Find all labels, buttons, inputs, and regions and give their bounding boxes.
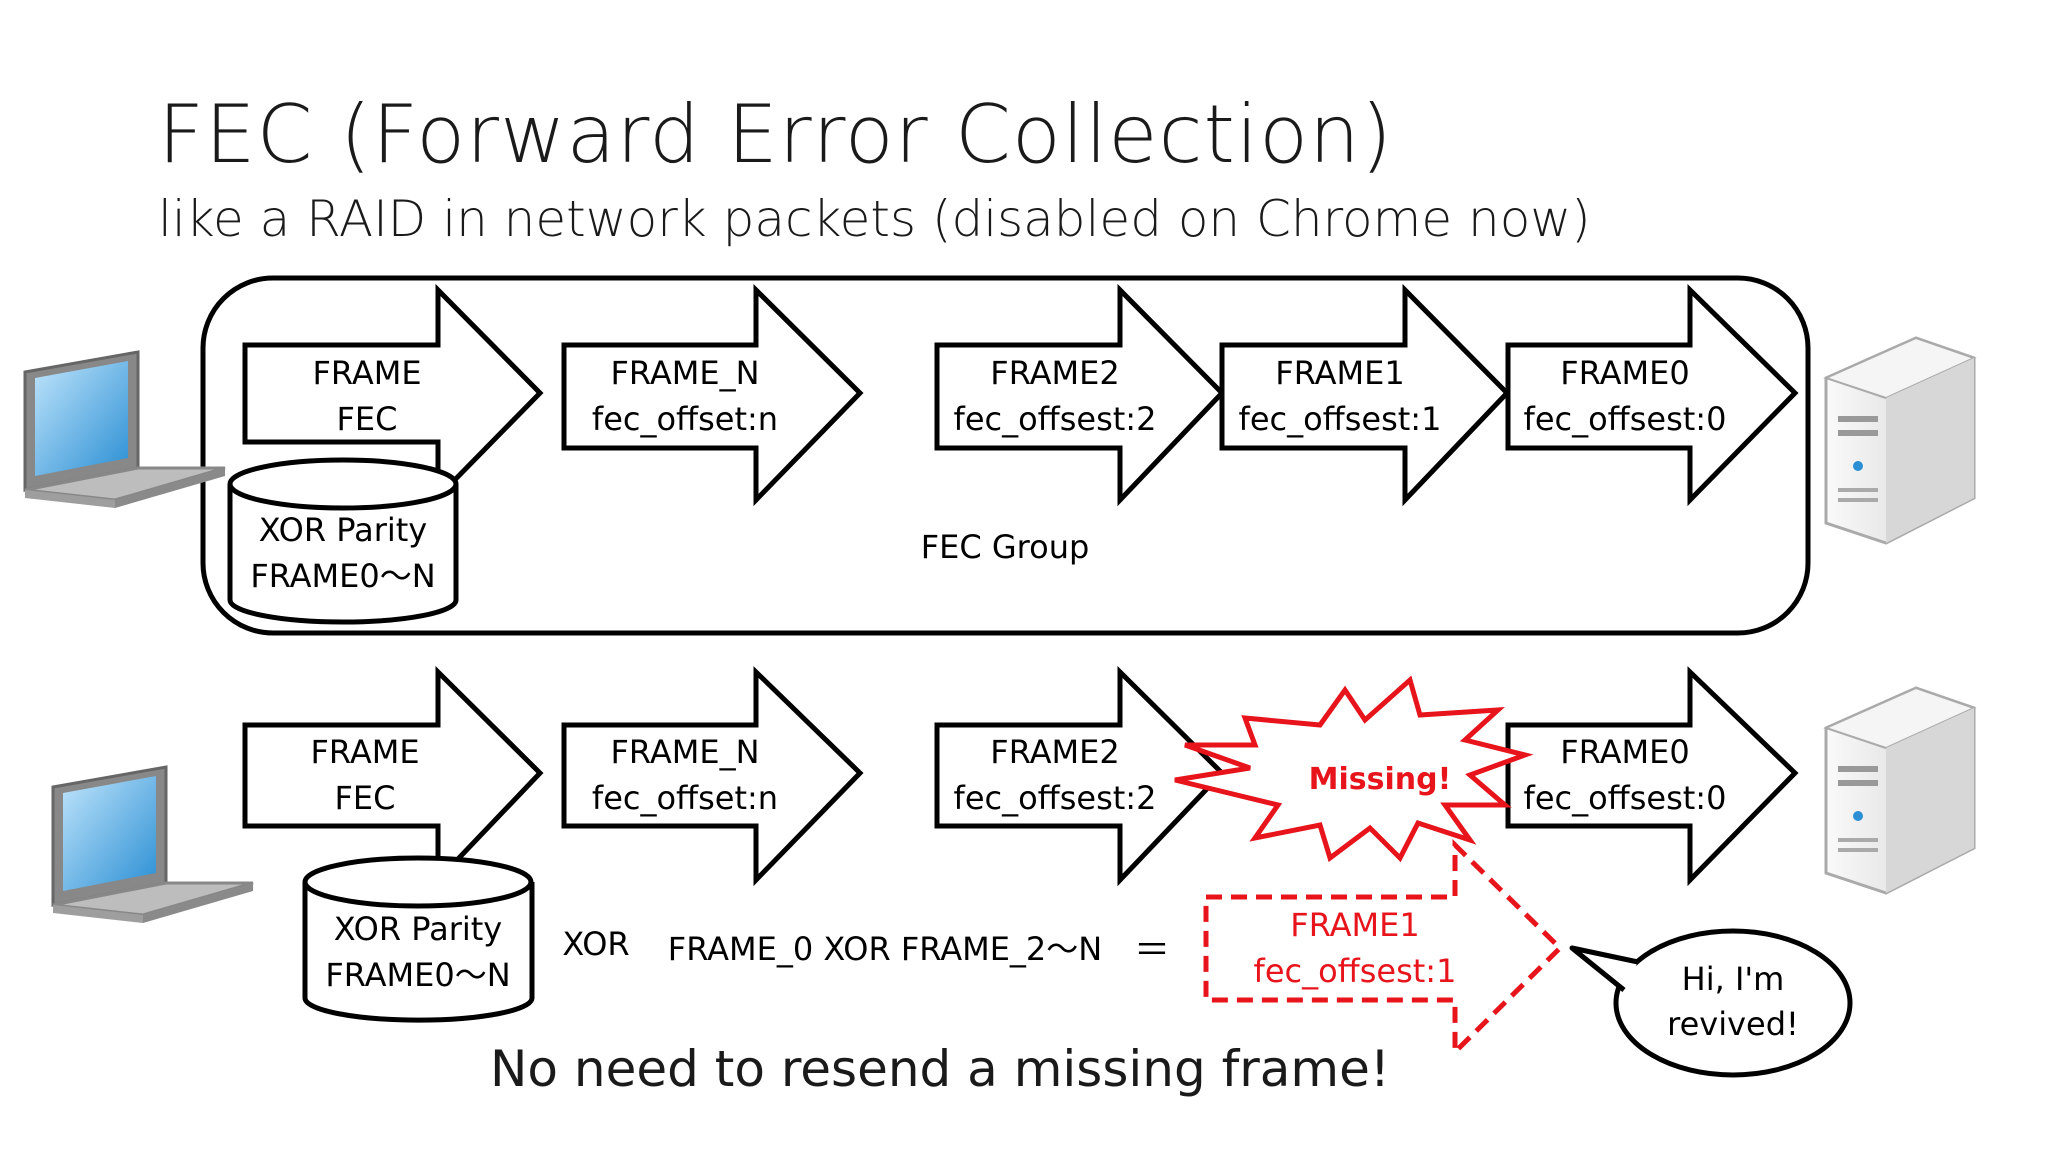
- slide-title: FEC (Forward Error Collection): [158, 88, 1393, 181]
- frame-arrow: FRAME_N fec_offset:n: [561, 666, 864, 887]
- xor-parity-cylinder: XOR Parity FRAME0～N: [227, 457, 459, 625]
- speech-line2: revived!: [1667, 1005, 1799, 1043]
- equals-sign: ＝: [1134, 930, 1170, 971]
- speech-bubble: Hi, I'm revived!: [1569, 886, 1864, 1078]
- laptop-icon: [23, 350, 226, 508]
- frame-arrow: FRAME0 fec_offsest:0: [1505, 666, 1799, 887]
- parity-line1: XOR Parity: [259, 511, 427, 549]
- laptop-icon: [51, 765, 254, 923]
- parity-line2: FRAME0～N: [250, 557, 435, 595]
- server-tower-icon: [1823, 336, 1977, 545]
- frame-label: FRAME0: [1560, 733, 1689, 771]
- recovered-frame-arrow: FRAME1 fec_offsest:1: [1203, 839, 1564, 1058]
- parity-line2: FRAME0～N: [325, 956, 510, 994]
- parity-line1: XOR Parity: [334, 910, 502, 948]
- frame-offset: fec_offset:n: [592, 400, 778, 438]
- fec-frame-arrow: FRAME FEC: [242, 283, 544, 504]
- frame-offset: fec_offsest:2: [954, 779, 1157, 817]
- fec-frame-line2: FEC: [335, 779, 396, 817]
- frame-arrow: FRAME_N fec_offset:n: [561, 284, 864, 507]
- frame-label: FRAME0: [1560, 354, 1689, 392]
- frame-label: FRAME2: [990, 354, 1119, 392]
- frame-arrow: FRAME2 fec_offsest:2: [934, 283, 1226, 507]
- frame-arrow: FRAME2 fec_offsest:2: [934, 666, 1226, 887]
- xor-equation: FRAME_0 XOR FRAME_2～N: [668, 930, 1102, 968]
- fec-frame-line1: FRAME: [310, 733, 419, 771]
- slide-footer: No need to resend a missing frame!: [490, 1040, 1390, 1098]
- missing-label: Missing!: [1309, 762, 1452, 797]
- fec-group-box: [200, 275, 1811, 636]
- frame-offset: fec_offsest:0: [1524, 779, 1727, 817]
- frame-arrow: FRAME0 fec_offsest:0: [1505, 284, 1799, 507]
- frame-label: FRAME_N: [611, 354, 760, 392]
- recovered-frame-offset: fec_offsest:1: [1254, 952, 1457, 990]
- xor-parity-cylinder: XOR Parity FRAME0～N: [302, 855, 535, 1023]
- fec-frame-line1: FRAME: [312, 354, 421, 392]
- frame-label: FRAME2: [990, 733, 1119, 771]
- fec-frame-arrow: FRAME FEC: [242, 666, 544, 887]
- missing-burst: Missing!: [1174, 675, 1534, 863]
- recovered-frame-label: FRAME1: [1290, 906, 1419, 944]
- frame-arrow: FRAME1 fec_offsest:1: [1219, 283, 1511, 507]
- frame-offset: fec_offset:n: [592, 779, 778, 817]
- frame-label: FRAME1: [1275, 354, 1404, 392]
- fec-frame-line2: FEC: [337, 400, 398, 438]
- frame-offset: fec_offsest:0: [1524, 400, 1727, 438]
- frame-offset: fec_offsest:1: [1239, 400, 1442, 438]
- slide-subtitle: like a RAID in network packets (disabled…: [158, 190, 1591, 248]
- fec-group-label: FEC Group: [921, 528, 1090, 566]
- server-tower-icon: [1823, 686, 1977, 895]
- frame-label: FRAME_N: [611, 733, 760, 771]
- frame-offset: fec_offsest:2: [954, 400, 1157, 438]
- speech-line1: Hi, I'm: [1682, 960, 1785, 998]
- xor-label: XOR: [562, 925, 629, 963]
